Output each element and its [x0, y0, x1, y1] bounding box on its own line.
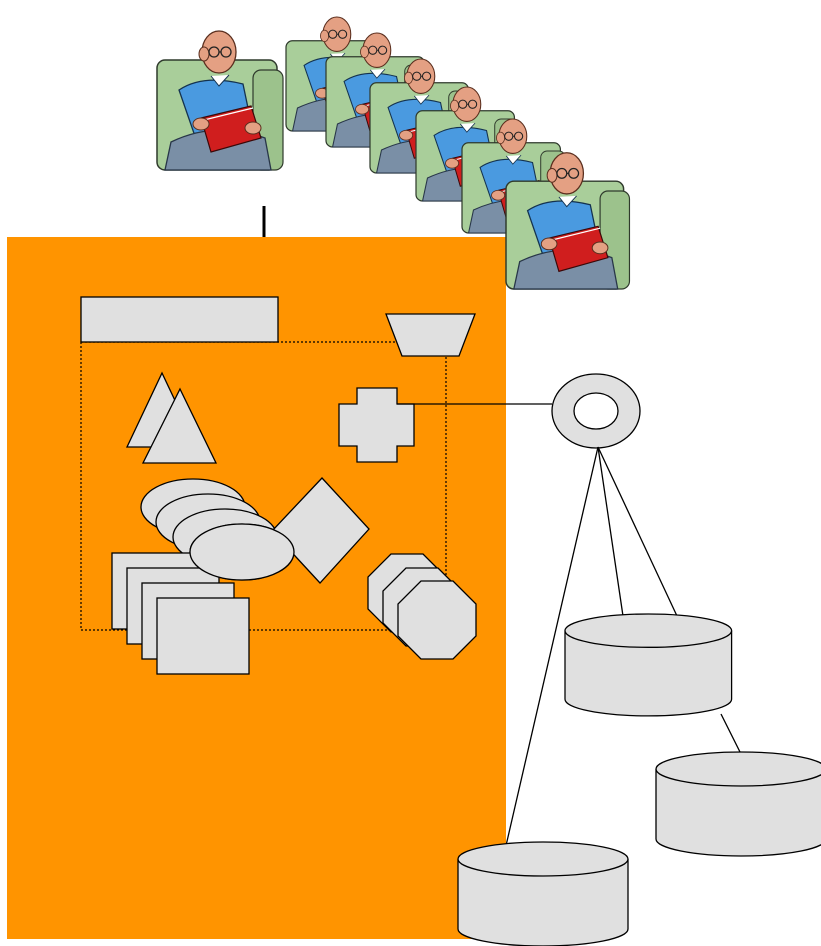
rectangle-shape — [80, 296, 279, 343]
ellipse-shape — [189, 523, 295, 581]
trapezoid-shape — [385, 313, 476, 357]
diamond-shape — [271, 477, 370, 584]
database-cylinder-icon — [655, 751, 821, 857]
squares-group — [111, 552, 250, 675]
reader-icon — [156, 30, 284, 171]
hub-links — [504, 446, 742, 851]
databases-group — [457, 613, 821, 946]
hub-ring-icon — [551, 373, 641, 449]
database-cylinder-icon — [457, 841, 629, 946]
database-cylinder-icon — [564, 613, 733, 717]
octagon-shape — [397, 580, 477, 660]
triangle-shape — [141, 387, 218, 464]
square-shape — [156, 597, 250, 675]
octagons-group — [367, 553, 477, 660]
dotted-group-box — [80, 341, 447, 631]
triangles-group — [125, 371, 218, 464]
